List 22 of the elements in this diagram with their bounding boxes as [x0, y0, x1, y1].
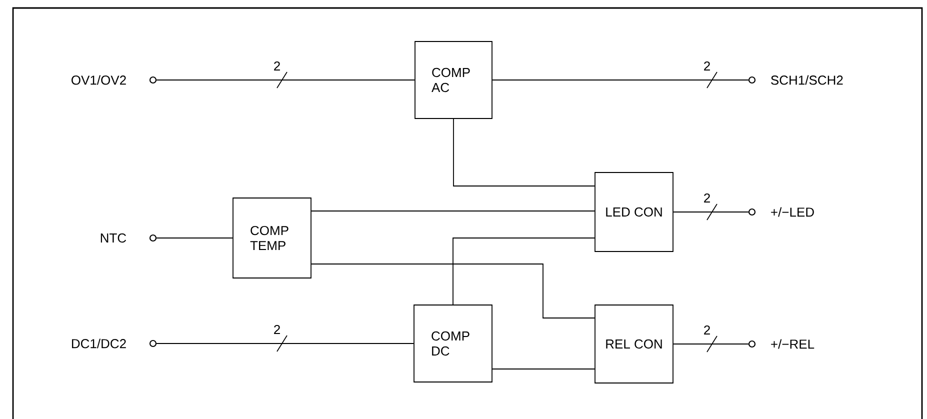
terminal-label: OV1/OV2 [72, 75, 126, 85]
terminal-label: NTC [100, 233, 126, 243]
block-box: COMP DC [414, 304, 492, 382]
block-box: REL CON [594, 304, 674, 384]
edge-label: 2 [274, 324, 280, 334]
edge-label: 2 [704, 61, 710, 71]
terminal-label: +/−REL [771, 339, 814, 349]
block-box: COMP TEMP [232, 198, 312, 278]
block-box: COMP AC [414, 41, 492, 119]
connector-line [311, 210, 595, 212]
edge-label: 2 [274, 61, 280, 71]
terminal-label: SCH1/SCH2 [771, 75, 843, 85]
edge-label: 2 [704, 325, 710, 335]
connector-line [492, 368, 595, 370]
connector-line [453, 118, 595, 186]
terminal-label: +/−LED [771, 207, 814, 217]
connector-line [311, 264, 595, 318]
connector-line [156, 343, 414, 344]
terminal-label: DC1/DC2 [72, 338, 126, 348]
connector-line [452, 238, 595, 305]
edge-label: 2 [704, 193, 710, 203]
block-box: LED CON [594, 172, 674, 252]
